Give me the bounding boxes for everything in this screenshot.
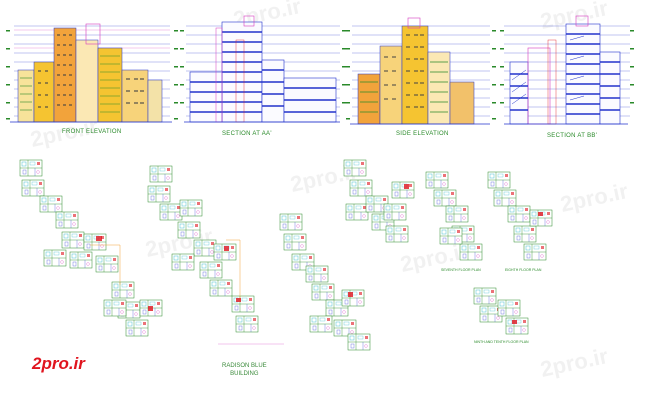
site-label-line1: RADISON BLUE: [222, 363, 267, 369]
brand-logo-text: 2pro.ir: [32, 354, 85, 373]
seventh-floor-plan-label: SEVENTH FLOOR PLAN: [441, 268, 481, 272]
section-aa-label: SECTION AT AA': [222, 131, 272, 137]
floor-plan-cluster: [425, 171, 483, 261]
eighth-floor-plan-label: EIGHTH FLOOR PLAN: [505, 268, 542, 272]
floor-plan-cluster: [279, 213, 371, 351]
side-elevation: [346, 17, 496, 125]
section-aa-elevation: [180, 15, 346, 123]
section-bb-elevation: [500, 15, 634, 125]
floor-plan-cluster: [19, 159, 163, 337]
floor-plan-cluster: [473, 287, 529, 335]
site-label-line2: BUILDING: [230, 371, 259, 377]
front-elevation: [6, 23, 178, 123]
side-elevation-label: SIDE ELEVATION: [396, 131, 449, 137]
floor-plan-cluster: [343, 159, 415, 243]
front-elevation-label: FRONT ELEVATION: [62, 129, 122, 135]
section-bb-label: SECTION AT BB': [547, 133, 598, 139]
floor-plan-cluster: [147, 165, 259, 333]
site-building-label: RADISON BLUE BUILDING: [222, 362, 267, 378]
ninth-tenth-floor-plan-label: NINTH AND TENTH FLOOR PLAN: [474, 340, 529, 344]
